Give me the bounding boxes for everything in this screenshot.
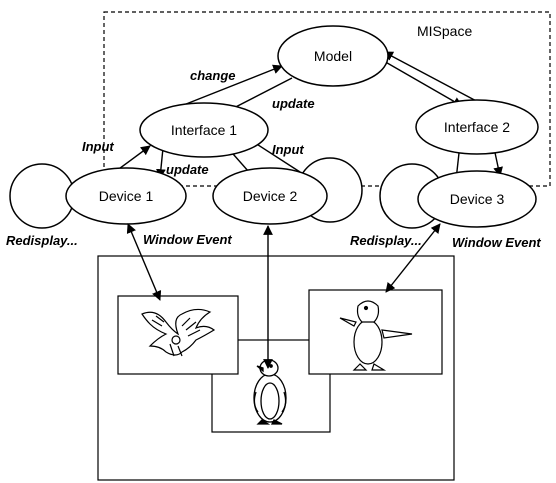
node-device3: [417, 170, 537, 228]
redisplay-loop-device1: [9, 163, 75, 229]
label-input-left: Input: [82, 139, 114, 154]
label-update-device: update: [166, 162, 209, 177]
edge-change: [175, 64, 283, 109]
node-model-label: Model: [314, 48, 352, 64]
tux-image: [339, 300, 413, 371]
label-window-event-left: Window Event: [143, 232, 232, 247]
label-window-event-right: Window Event: [452, 235, 541, 250]
label-input-mid: Input: [272, 142, 304, 157]
node-interface2: [415, 99, 539, 155]
eagle-image: [141, 308, 216, 357]
label-redisplay-left: Redisplay...: [6, 233, 78, 248]
edge-model-interface2: [381, 59, 463, 107]
label-update-model: update: [272, 96, 315, 111]
node-interface1-label: Interface 1: [171, 122, 237, 138]
edge-window-event-device1: [126, 223, 162, 301]
mispace-label: MISpace: [417, 23, 472, 39]
node-device1-label: Device 1: [99, 188, 154, 204]
label-change: change: [190, 68, 236, 83]
penguin-image: [253, 359, 287, 425]
node-device1: [65, 167, 187, 225]
node-model: [277, 25, 389, 87]
node-device2: [212, 167, 328, 225]
edge-interface2-model: [383, 51, 483, 105]
edge-window-event-device3: [385, 223, 441, 293]
node-interface1: [139, 102, 269, 158]
label-redisplay-right: Redisplay...: [350, 233, 422, 248]
node-device3-label: Device 3: [450, 191, 505, 207]
node-device2-label: Device 2: [243, 188, 298, 204]
node-interface2-label: Interface 2: [444, 119, 510, 135]
